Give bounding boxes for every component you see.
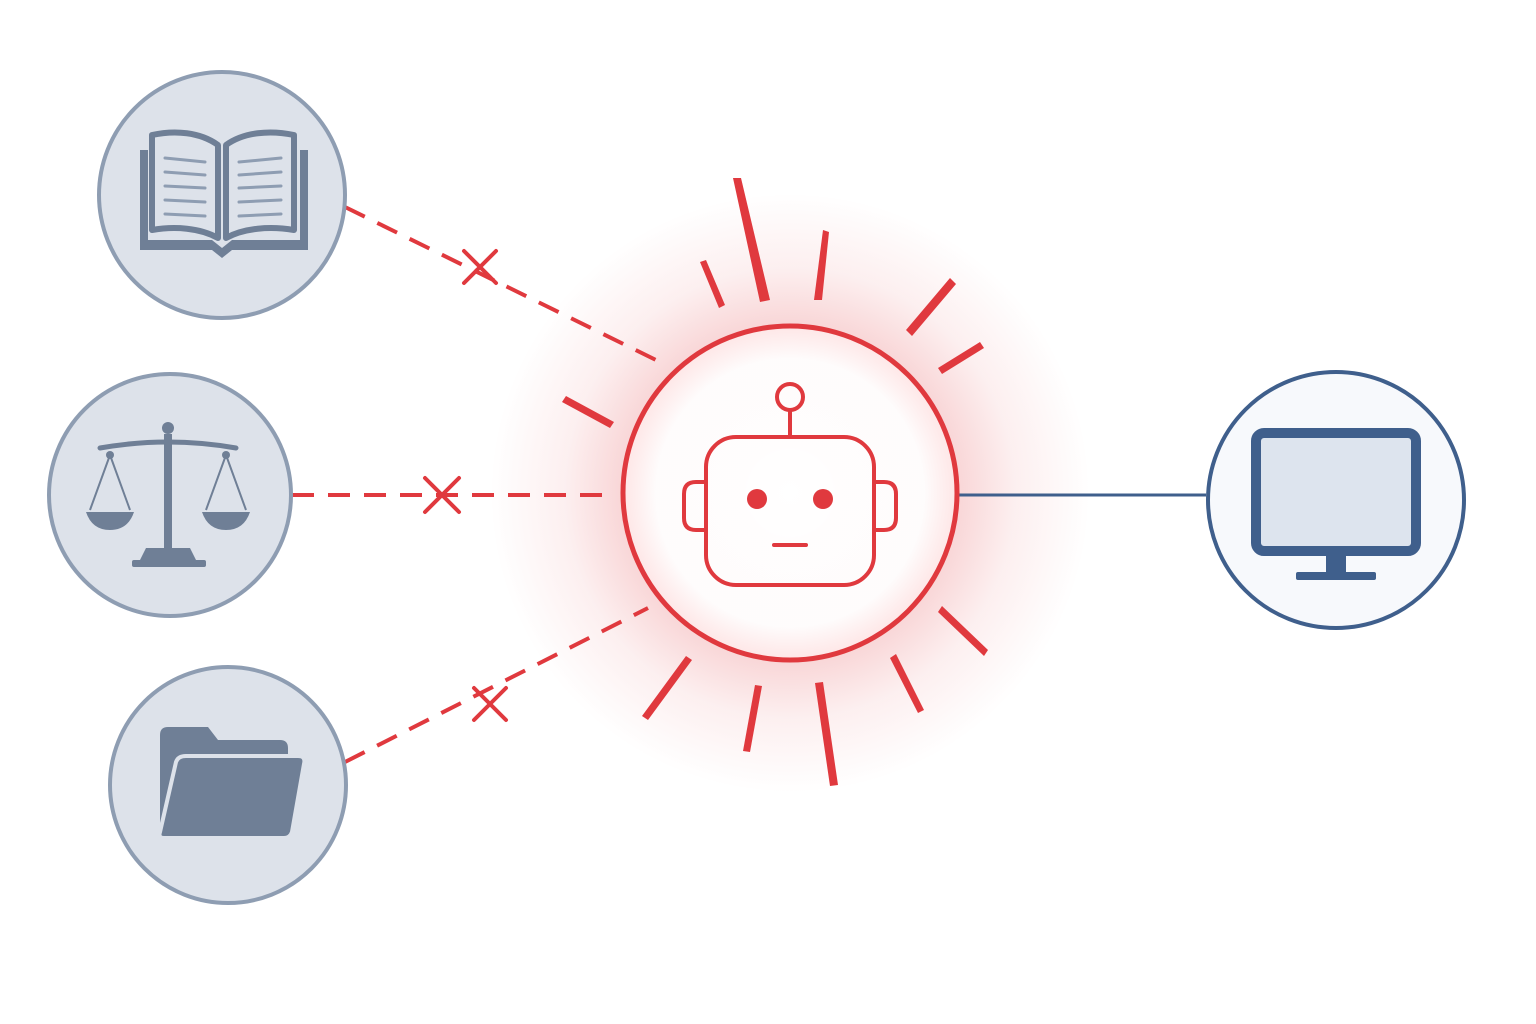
scales-node[interactable]: [47, 372, 293, 618]
computer-monitor-icon: [1251, 428, 1421, 580]
robot-node[interactable]: [620, 323, 960, 663]
x-mark-icon: [472, 686, 508, 722]
alert-rays: [562, 178, 988, 786]
blocked-edges: [292, 205, 661, 764]
monitor-node[interactable]: [1206, 370, 1466, 630]
folder-node[interactable]: [108, 665, 348, 905]
folder-icon: [157, 727, 307, 840]
x-mark-icon: [462, 249, 498, 285]
x-mark-icon: [423, 476, 461, 514]
edge-folder-robot: [344, 606, 649, 764]
open-book-icon: [140, 129, 308, 258]
robot-icon: [682, 382, 898, 587]
scales-of-justice-icon: [86, 422, 250, 567]
book-node[interactable]: [97, 70, 347, 320]
edge-book-robot: [344, 205, 661, 364]
x-marks: [423, 249, 508, 722]
